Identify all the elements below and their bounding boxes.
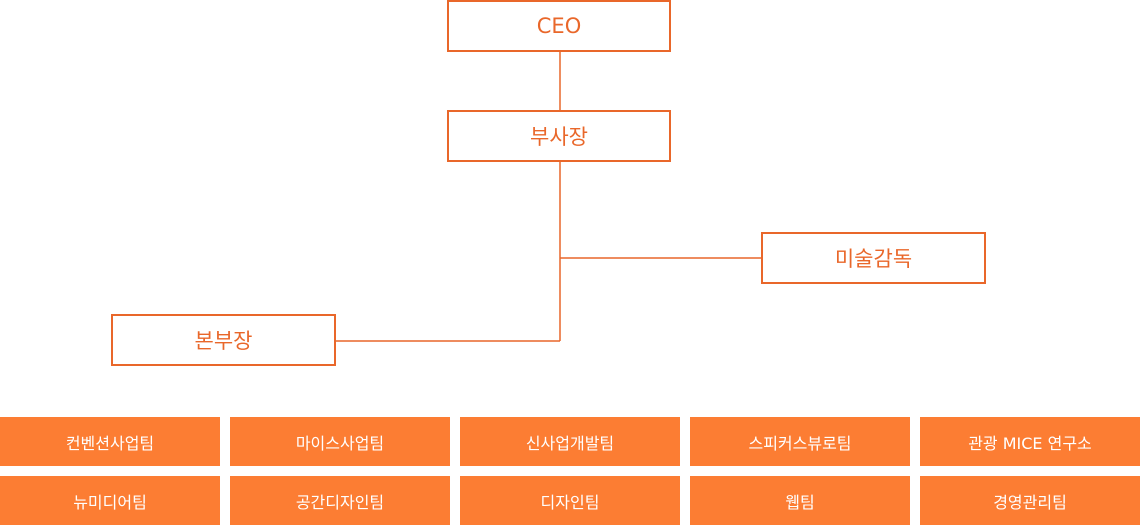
- team-label: 스피커스뷰로팀: [748, 433, 852, 453]
- art-director-label: 미술감독: [834, 247, 913, 271]
- team-label: 컨벤션사업팀: [65, 433, 155, 453]
- team-web: 웹팀: [690, 476, 910, 525]
- ceo-box: CEO: [447, 0, 671, 52]
- team-management: 경영관리팀: [920, 476, 1140, 525]
- division-head-label: 본부장: [194, 329, 253, 353]
- team-speakers-bureau: 스피커스뷰로팀: [690, 417, 910, 466]
- vice-president-label: 부사장: [530, 125, 588, 149]
- division-head-box: 본부장: [111, 314, 336, 366]
- team-convention: 컨벤션사업팀: [0, 417, 220, 466]
- team-label: 뉴미디어팀: [73, 492, 147, 512]
- team-space-design: 공간디자인팀: [230, 476, 450, 525]
- team-tourism-mice-institute: 관광 MICE 연구소: [920, 417, 1140, 466]
- vice-president-box: 부사장: [447, 110, 671, 162]
- team-label: 공간디자인팀: [295, 492, 385, 512]
- team-design: 디자인팀: [460, 476, 680, 525]
- team-label: 웹팀: [785, 492, 815, 512]
- team-label: 디자인팀: [540, 492, 600, 512]
- team-mice-business: 마이스사업팀: [230, 417, 450, 466]
- team-label: 관광 MICE 연구소: [968, 433, 1092, 453]
- ceo-label: CEO: [536, 14, 582, 38]
- team-label: 경영관리팀: [993, 492, 1067, 512]
- team-new-business: 신사업개발팀: [460, 417, 680, 466]
- team-label: 마이스사업팀: [295, 433, 385, 453]
- team-label: 신사업개발팀: [525, 433, 615, 453]
- art-director-box: 미술감독: [761, 232, 986, 284]
- team-new-media: 뉴미디어팀: [0, 476, 220, 525]
